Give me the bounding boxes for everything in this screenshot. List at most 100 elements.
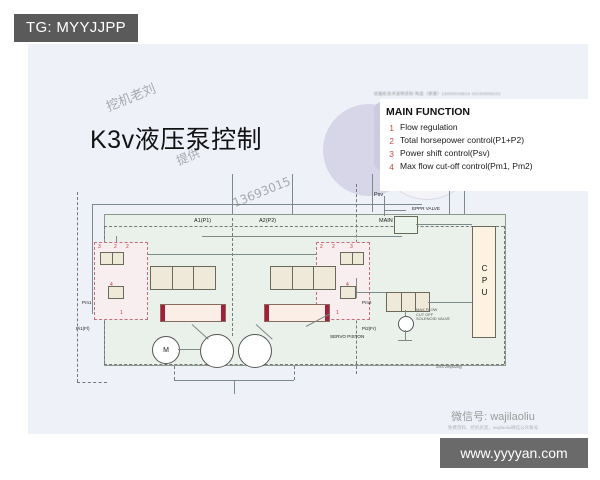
main-function-list: 1 Flow regulation 2 Total horsepower con… [380, 122, 600, 175]
spool-valve-left [150, 266, 216, 290]
wechat-watermark: 微信号: wajilaoliu 免费资料、挖机买卖，wajilaoliu微信公众… [398, 408, 588, 434]
port-number-right-4: 4 [346, 282, 349, 288]
solenoid-block-right-top [340, 252, 364, 265]
list-item: 4 Max flow cut-off control(Pm1, Pm2) [380, 161, 600, 172]
suction-line [234, 380, 235, 394]
list-item: 1 Flow regulation [380, 122, 600, 133]
cpu-label: CPU [480, 264, 489, 300]
cutoff-tank-symbol [398, 340, 412, 341]
main-function-heading: MAIN FUNCTION [386, 106, 470, 118]
port-number-left-1: 1 [120, 310, 123, 316]
motor-shaft [178, 349, 200, 350]
item-number: 2 [389, 136, 394, 146]
max-flow-line2: CUT OFF [416, 311, 434, 317]
item-text: Total horsepower control(P1+P2) [400, 135, 525, 145]
item-number: 1 [389, 123, 394, 133]
piston-cap-left [161, 305, 165, 321]
max-flow-cutoff-valve [386, 292, 430, 312]
pump-inner-dash-right [504, 226, 505, 364]
max-flow-line3: SOLENOID VALVE [416, 316, 451, 322]
motor-label: M [163, 346, 169, 354]
label-a2p2: A2(P2) [259, 218, 277, 224]
cpu-signal-line-a [449, 174, 450, 226]
label-psv: Psv [374, 192, 384, 198]
boundary-left [77, 192, 78, 382]
eppr-valve-symbol [394, 216, 418, 234]
pump-inner-dash-top [104, 226, 504, 227]
supply-line-psv [372, 174, 373, 212]
boundary-left-bottom [77, 382, 107, 383]
label-eppr-valve: EPPR VALVE [412, 206, 440, 211]
item-text: Flow regulation [400, 122, 458, 132]
pilot-riser-left [92, 204, 93, 314]
spool-valve-right [270, 266, 336, 290]
max-flow-label-block: MAX FLOW CUT OFF SOLENOID VALVE [416, 307, 451, 322]
centerline-left [232, 218, 233, 336]
piston-cap-right [221, 305, 225, 321]
slide-canvas: K3v液压泵控制 挖掘机技术说明资料 构造（原理）13000015614 201… [28, 44, 600, 434]
port-number-right-2a: 2 [320, 244, 323, 250]
servo-piston-right [264, 304, 330, 322]
label-pm1: Pm1 [82, 300, 92, 305]
site-url-label: www.yyyyan.com [460, 445, 568, 461]
wechat-sub-line: 免费资料、挖机买卖，wajilaoliu微信公众账号 [447, 425, 539, 430]
cpu-block: CPU [472, 226, 496, 338]
list-item: 2 Total horsepower control(P1+P2) [380, 135, 600, 146]
item-text: Max flow cut-off control(Pm1, Pm2) [400, 161, 533, 171]
item-number: 3 [389, 149, 394, 159]
drain-riser-left [174, 366, 175, 380]
item-text: Power shift control(Psv) [400, 148, 490, 158]
port-number-left-2a: 2 [114, 244, 117, 250]
drawing-part-number: 29072mp02hg [436, 364, 462, 369]
pilot-line-mid [116, 254, 316, 255]
cpu-signal-line-b [464, 174, 465, 226]
max-flow-line1: MAX FLOW [416, 307, 438, 312]
site-url-badge: www.yyyyan.com [440, 438, 588, 468]
tg-tag-badge: TG: MYYJJPP [14, 14, 138, 42]
wechat-id-line: 微信号: wajilaoliu [451, 411, 535, 423]
label-pi1: Pi1(Fl) [76, 326, 90, 331]
port-number-left-4: 4 [110, 282, 113, 288]
cutoff-coil-stem [405, 310, 406, 316]
port-number-right-2b: 2 [332, 244, 335, 250]
supply-line-p2 [292, 174, 293, 218]
solenoid-block-right-bottom [340, 286, 356, 299]
document-header-line: 挖掘机技术说明资料 构造（原理）13000015614 20150505222 [374, 91, 501, 96]
port-number-right-1: 1 [336, 310, 339, 316]
label-a1p1: A1(P1) [194, 218, 212, 224]
piston-cap-left [265, 305, 269, 321]
port-number-left-2b: 2 [126, 244, 129, 250]
pilot-line-upper [202, 236, 402, 237]
pump-unit-left [200, 334, 234, 368]
label-pm2: Pm2 [362, 300, 372, 305]
solenoid-block-left-bottom [108, 286, 124, 299]
port-number-left-3: 3 [98, 244, 101, 250]
port-number-right-3: 3 [350, 244, 353, 250]
pilot-line-top [92, 204, 422, 205]
pump-unit-right [238, 334, 272, 368]
cutoff-feed-line [356, 278, 357, 298]
motor-symbol: M [152, 336, 180, 364]
cutoff-to-cpu-line [428, 302, 472, 303]
piston-cap-right [325, 305, 329, 321]
watermark-author: 挖机老刘 [104, 81, 159, 115]
psv-riser [384, 196, 385, 216]
tg-tag-label: TG: MYYJJPP [26, 19, 126, 36]
list-item: 3 Power shift control(Psv) [380, 148, 600, 159]
cutoff-feed-horizontal [356, 292, 386, 293]
solenoid-block-left-top [100, 252, 124, 265]
pump-inner-dash-bottom [104, 364, 504, 365]
slide-title: K3v液压泵控制 [90, 126, 263, 154]
label-pi2: Pi2(Fr) [362, 326, 377, 331]
label-servo-piston: SERVO PISTON [330, 334, 365, 339]
drain-riser-right [294, 366, 295, 380]
cutoff-drain-stem [405, 330, 406, 340]
cutoff-solenoid-coil [398, 316, 414, 332]
item-number: 4 [389, 162, 394, 172]
hydraulic-circuit-diagram: A1(P1) A2(P2) MAIN PUMP 3 2 2 4 1 Pm1 Pi… [74, 174, 554, 434]
main-function-panel: MAIN FUNCTION 1 Flow regulation 2 Total … [380, 99, 600, 191]
supply-line-p1 [232, 174, 233, 218]
eppr-to-cpu-line [416, 224, 472, 225]
servo-piston-left [160, 304, 226, 322]
eppr-inlet-line [384, 210, 406, 211]
